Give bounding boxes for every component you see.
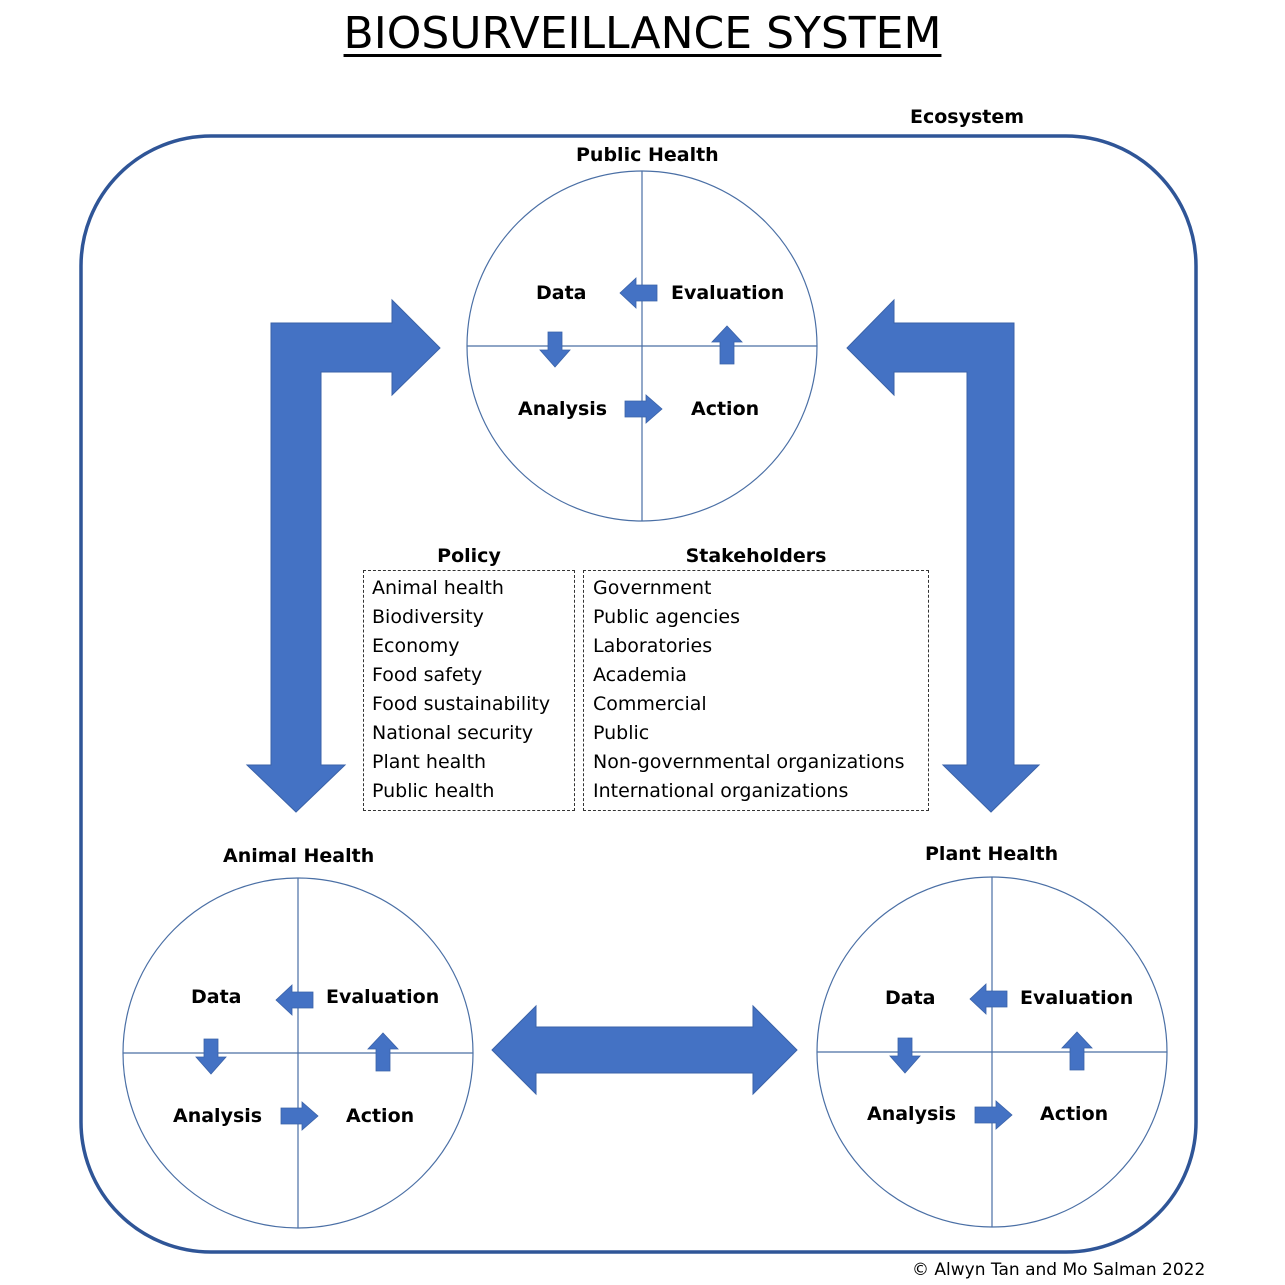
- plant-health-evaluation-label: Evaluation: [1020, 987, 1134, 1009]
- stakeholders-item: Commercial: [593, 693, 707, 715]
- arrow-left-icon: [969, 983, 1008, 1015]
- plant-health-action-label: Action: [1040, 1103, 1109, 1125]
- arrow-down-icon: [889, 1037, 921, 1074]
- policy-heading: Policy: [437, 545, 501, 567]
- animal-health-data-label: Data: [191, 986, 242, 1008]
- policy-item: National security: [372, 722, 534, 744]
- policy-item: Food sustainability: [372, 693, 551, 715]
- stakeholders-box: [583, 570, 929, 811]
- ecosystem-frame: [79, 134, 1198, 1254]
- double-arrow-icon: [491, 1004, 798, 1096]
- arrow-right-icon: [974, 1100, 1013, 1130]
- public-health-analysis-label: Analysis: [518, 398, 608, 420]
- stakeholders-item: Academia: [593, 664, 687, 686]
- arrow-right-icon: [624, 394, 663, 424]
- public-health-cycle: [466, 170, 818, 522]
- public-health-data-label: Data: [536, 282, 587, 304]
- arrow-right-icon: [280, 1101, 319, 1131]
- plant-health-analysis-label: Analysis: [867, 1103, 957, 1125]
- copyright-notice: © Alwyn Tan and Mo Salman 2022: [912, 1260, 1206, 1280]
- plant-health-title: Plant Health: [925, 843, 1059, 865]
- public-health-evaluation-label: Evaluation: [671, 282, 785, 304]
- animal-health-cycle: [122, 877, 474, 1229]
- animal-health-analysis-label: Analysis: [173, 1105, 263, 1127]
- stakeholders-item: Non-governmental organizations: [593, 751, 905, 773]
- animal-health-title: Animal Health: [223, 845, 375, 867]
- arrow-left-icon: [619, 277, 658, 309]
- arrow-up-icon: [1061, 1031, 1093, 1071]
- policy-item: Animal health: [372, 577, 504, 599]
- arrow-up-icon: [367, 1032, 399, 1072]
- policy-item: Food safety: [372, 664, 483, 686]
- arrow-left-icon: [275, 984, 314, 1016]
- policy-box: [363, 570, 575, 811]
- arrow-down-icon: [539, 331, 571, 368]
- stakeholders-item: Government: [593, 577, 712, 599]
- animal-health-evaluation-label: Evaluation: [326, 986, 440, 1008]
- ecosystem-label: Ecosystem: [910, 106, 1025, 128]
- plant-health-cycle: [816, 876, 1168, 1228]
- bent-arrow-right-icon: [846, 298, 1041, 813]
- stakeholders-item: Public: [593, 722, 650, 744]
- arrow-up-icon: [711, 325, 743, 365]
- page-title: BIOSURVEILLANCE SYSTEM: [343, 8, 942, 59]
- public-health-title: Public Health: [576, 144, 719, 166]
- public-health-action-label: Action: [691, 398, 760, 420]
- stakeholders-item: Laboratories: [593, 635, 713, 657]
- arrow-down-icon: [195, 1038, 227, 1075]
- plant-health-data-label: Data: [885, 987, 936, 1009]
- policy-item: Public health: [372, 780, 495, 802]
- policy-item: Plant health: [372, 751, 487, 773]
- stakeholders-item: International organizations: [593, 780, 849, 802]
- policy-item: Economy: [372, 635, 460, 657]
- bent-arrow-left-icon: [245, 298, 441, 813]
- policy-item: Biodiversity: [372, 606, 484, 628]
- stakeholders-item: Public agencies: [593, 606, 741, 628]
- stakeholders-heading: Stakeholders: [685, 545, 827, 567]
- animal-health-action-label: Action: [346, 1105, 415, 1127]
